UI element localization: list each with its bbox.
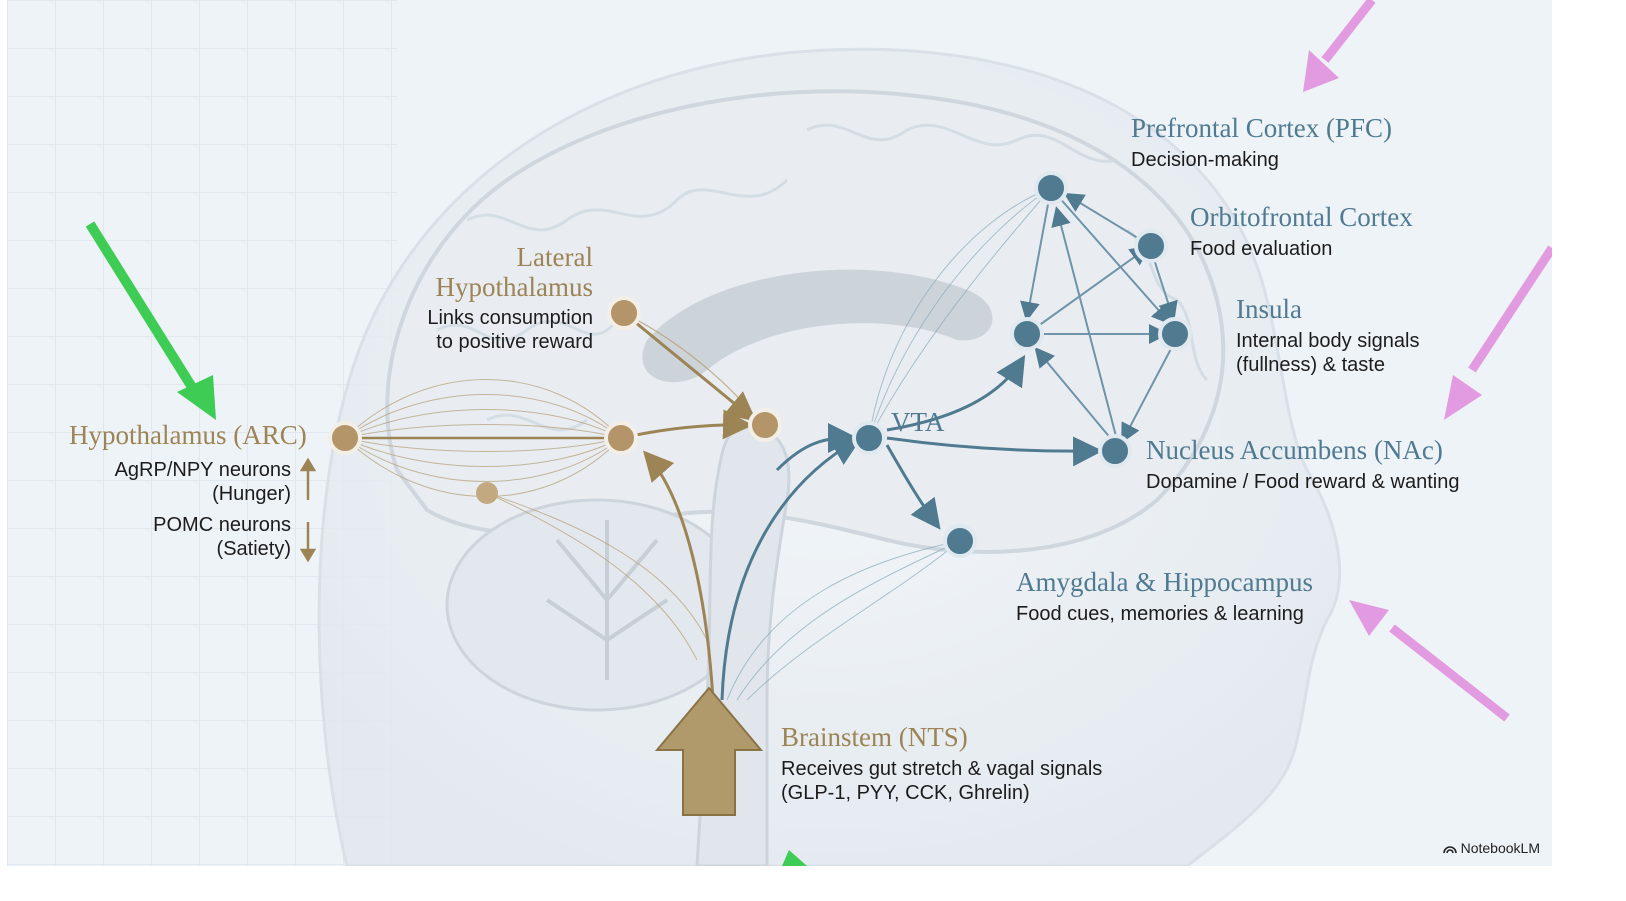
ofc-title: Orbitofrontal Cortex xyxy=(1190,202,1413,233)
node-insula-left xyxy=(1012,319,1042,349)
lh-title: Lateral Hypothalamus xyxy=(393,242,593,302)
node-hub xyxy=(606,423,636,453)
lh-desc-line2: to positive reward xyxy=(393,330,593,354)
brainstem-desc-line1: Receives gut stretch & vagal signals xyxy=(781,757,1102,781)
pomc-line1: POMC neurons xyxy=(103,513,291,537)
lh-title-line1: Lateral xyxy=(393,242,593,272)
nac-title: Nucleus Accumbens (NAc) xyxy=(1146,435,1443,466)
amygdala-desc: Food cues, memories & learning xyxy=(1016,602,1304,626)
node-mid xyxy=(750,410,780,440)
arc-title: Hypothalamus (ARC) xyxy=(69,420,307,451)
node-insula xyxy=(1160,319,1190,349)
diagram-canvas: Hypothalamus (ARC) AgRP/NPY neurons (Hun… xyxy=(7,0,1552,866)
lh-title-line2: Hypothalamus xyxy=(393,272,593,302)
agrp-up-arrow xyxy=(302,460,314,500)
amygdala-title: Amygdala & Hippocampus xyxy=(1016,567,1313,598)
agrp-line2: (Hunger) xyxy=(103,482,291,506)
insula-desc-line1: Internal body signals xyxy=(1236,329,1419,353)
notebooklm-watermark: NotebookLM xyxy=(1443,840,1540,856)
lh-desc: Links consumption to positive reward xyxy=(393,306,593,354)
pink-arrow-insula xyxy=(1444,248,1552,420)
node-small xyxy=(476,482,498,504)
pfc-title: Prefrontal Cortex (PFC) xyxy=(1131,113,1392,144)
pomc-down-arrow xyxy=(302,522,314,560)
brainstem-desc: Receives gut stretch & vagal signals (GL… xyxy=(781,757,1102,805)
node-nac xyxy=(1100,436,1130,466)
lh-desc-line1: Links consumption xyxy=(393,306,593,330)
node-arc xyxy=(330,423,360,453)
node-vta xyxy=(854,423,884,453)
insula-title: Insula xyxy=(1236,294,1302,325)
notebooklm-logo-icon xyxy=(1443,842,1457,854)
brainstem-desc-line2: (GLP-1, PYY, CCK, Ghrelin) xyxy=(781,781,1102,805)
pink-arrow-pfc xyxy=(1303,0,1372,92)
node-lh xyxy=(609,298,639,328)
pomc-line2: (Satiety) xyxy=(103,537,291,561)
node-ofc xyxy=(1136,231,1166,261)
pfc-desc: Decision-making xyxy=(1131,148,1279,172)
insula-desc-line2: (fullness) & taste xyxy=(1236,353,1419,377)
nac-desc: Dopamine / Food reward & wanting xyxy=(1146,470,1460,494)
pomc-label: POMC neurons (Satiety) xyxy=(103,513,291,561)
ofc-desc: Food evaluation xyxy=(1190,237,1332,261)
insula-desc: Internal body signals (fullness) & taste xyxy=(1236,329,1419,377)
node-amygdala xyxy=(945,526,975,556)
brand-text: NotebookLM xyxy=(1461,840,1540,856)
green-arrow-arc xyxy=(90,224,216,420)
brainstem-title: Brainstem (NTS) xyxy=(781,722,968,753)
vta-label: VTA xyxy=(891,407,944,438)
agrp-label: AgRP/NPY neurons (Hunger) xyxy=(103,458,291,506)
node-pfc xyxy=(1036,173,1066,203)
pink-arrow-amygdala xyxy=(1349,600,1507,718)
agrp-line1: AgRP/NPY neurons xyxy=(103,458,291,482)
